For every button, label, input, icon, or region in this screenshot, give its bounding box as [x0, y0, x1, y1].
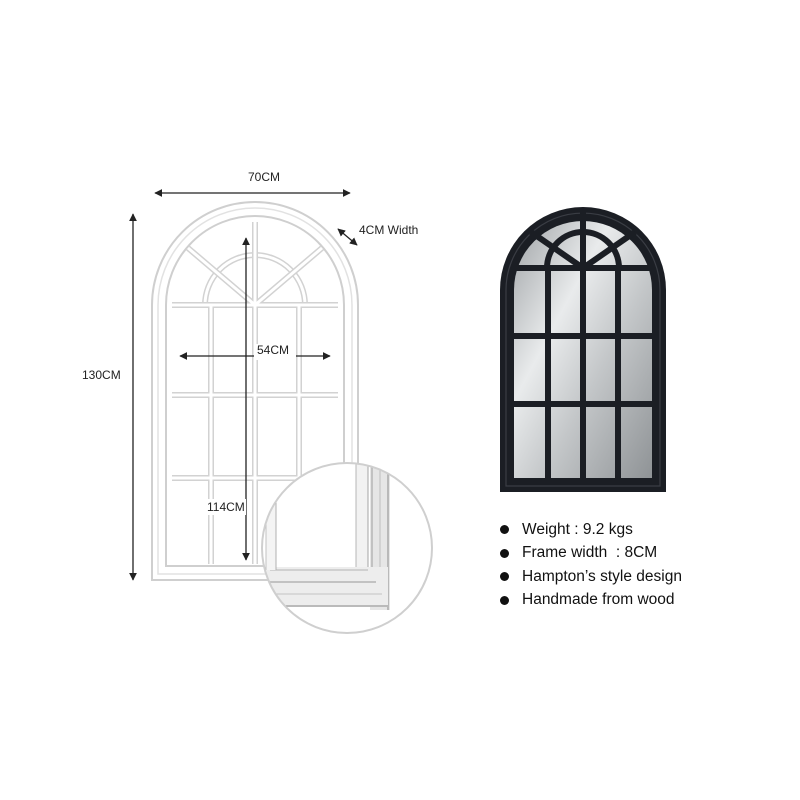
inner-height-label: 114CM: [207, 500, 245, 514]
feature-list: Weight : 9.2 kgs Frame width : 8CM Hampt…: [500, 518, 790, 612]
feature-weight: Weight : 9.2 kgs: [500, 518, 790, 542]
bullet-icon: [500, 548, 509, 558]
feature-style-text: Hampton’s style design: [522, 567, 682, 585]
overall-width-label: 70CM: [248, 170, 280, 184]
feature-material: Handmade from wood: [500, 589, 790, 613]
feature-style: Hampton’s style design: [500, 565, 790, 589]
bullet-icon: [500, 595, 509, 605]
frame-detail-zoom: [261, 462, 433, 634]
frame-depth-label: 4CM Width: [359, 223, 418, 237]
inner-width-label: 54CM: [257, 343, 289, 357]
feature-material-text: Handmade from wood: [522, 591, 675, 609]
black-window-mirror: [500, 207, 666, 492]
bullet-icon: [500, 525, 509, 535]
feature-frame-width: Frame width : 8CM: [500, 542, 790, 566]
overall-height-label: 130CM: [82, 368, 121, 382]
bullet-icon: [500, 572, 509, 582]
feature-frame-width-text: Frame width : 8CM: [522, 544, 658, 562]
depth-arrow: [337, 228, 358, 246]
dimension-labels: 70CM 4CM Width 130CM 54CM 114CM: [82, 170, 418, 515]
feature-weight-text: Weight : 9.2 kgs: [522, 520, 633, 538]
